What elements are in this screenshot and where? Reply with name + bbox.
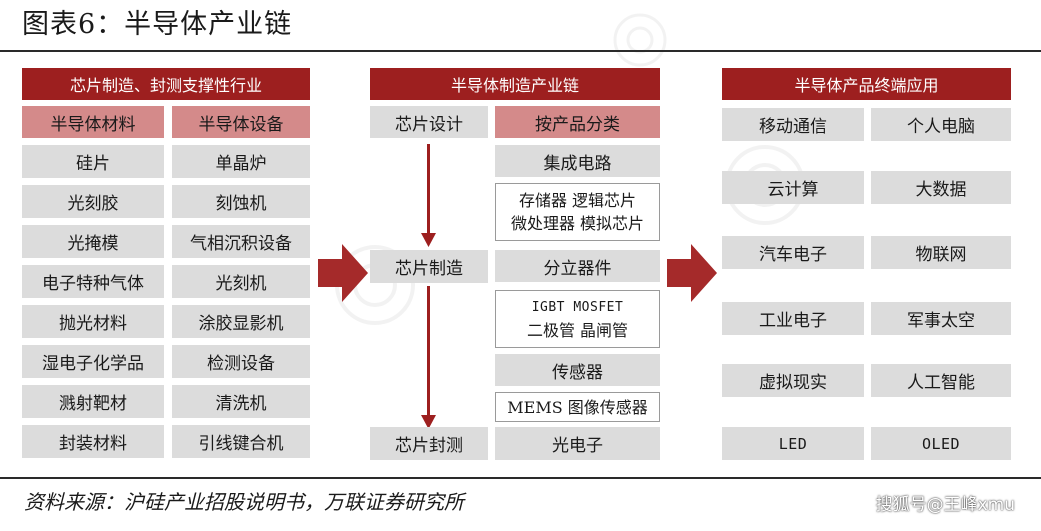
app-item: 大数据 (871, 171, 1011, 204)
material-item: 光掩模 (22, 225, 164, 258)
figure-title: 图表6：半导体产业链 (22, 9, 293, 40)
background-watermark-logo (610, 10, 670, 74)
category-ic: 集成电路 (495, 145, 660, 177)
right-header: 半导体产品终端应用 (722, 68, 1011, 100)
equipment-item: 单晶炉 (172, 145, 310, 178)
material-item: 溅射靶材 (22, 385, 164, 418)
category-discrete: 分立器件 (495, 250, 660, 282)
ic-detail-line: 存储器 逻辑芯片 (518, 191, 637, 210)
category-optoelectronics: 光电子 (495, 427, 660, 460)
author-watermark: 搜狐号@王峰xmu (875, 495, 1015, 515)
left-header: 芯片制造、封测支撑性行业 (22, 68, 310, 100)
equipment-item: 气相沉积设备 (172, 225, 310, 258)
material-item: 电子特种气体 (22, 265, 164, 298)
app-item: 人工智能 (871, 364, 1011, 397)
app-item: 个人电脑 (871, 108, 1011, 141)
flow-line (427, 286, 430, 418)
flow-arrow-icon (318, 244, 368, 302)
middle-header: 半导体制造产业链 (370, 68, 660, 100)
material-item: 抛光材料 (22, 305, 164, 338)
sensor-detail-box: MEMS 图像传感器 (495, 392, 660, 422)
app-item: 移动通信 (722, 108, 864, 141)
app-item: 云计算 (722, 171, 864, 204)
ic-detail-line: 微处理器 模拟芯片 (510, 214, 645, 233)
flow-line (427, 144, 430, 236)
equipment-title: 半导体设备 (172, 106, 310, 138)
material-item: 硅片 (22, 145, 164, 178)
top-rule (0, 50, 1041, 52)
app-item: 物联网 (871, 236, 1011, 269)
equipment-item: 涂胶显影机 (172, 305, 310, 338)
equipment-item: 清洗机 (172, 385, 310, 418)
equipment-item: 引线键合机 (172, 425, 310, 458)
discrete-detail-line: IGBT MOSFET (531, 300, 624, 315)
material-item: 封装材料 (22, 425, 164, 458)
ic-detail-box: 存储器 逻辑芯片 微处理器 模拟芯片 (495, 183, 660, 241)
category-sensor: 传感器 (495, 354, 660, 386)
stage-design: 芯片设计 (370, 106, 488, 138)
app-item: LED (722, 427, 864, 460)
bottom-rule (0, 477, 1041, 479)
equipment-item: 刻蚀机 (172, 185, 310, 218)
materials-title: 半导体材料 (22, 106, 164, 138)
equipment-item: 检测设备 (172, 345, 310, 378)
discrete-detail-box: IGBT MOSFET 二极管 晶闸管 (495, 290, 660, 348)
down-arrow-icon (421, 233, 436, 247)
stage-manufacturing: 芯片制造 (370, 250, 488, 283)
material-item: 湿电子化学品 (22, 345, 164, 378)
watermark-logo-icon (613, 13, 667, 67)
source-note: 资料来源：沪硅产业招股说明书，万联证券研究所 (24, 490, 464, 514)
app-item: 工业电子 (722, 302, 864, 335)
sensor-detail-line: MEMS 图像传感器 (507, 397, 648, 417)
down-arrow-icon (421, 415, 436, 429)
app-item: OLED (871, 427, 1011, 460)
classify-title: 按产品分类 (495, 106, 660, 138)
stage-packaging-testing: 芯片封测 (370, 427, 488, 460)
equipment-item: 光刻机 (172, 265, 310, 298)
app-item: 汽车电子 (722, 236, 864, 269)
app-item: 军事太空 (871, 302, 1011, 335)
material-item: 光刻胶 (22, 185, 164, 218)
app-item: 虚拟现实 (722, 364, 864, 397)
discrete-detail-line: 二极管 晶闸管 (526, 321, 629, 340)
flow-arrow-icon (667, 244, 717, 302)
